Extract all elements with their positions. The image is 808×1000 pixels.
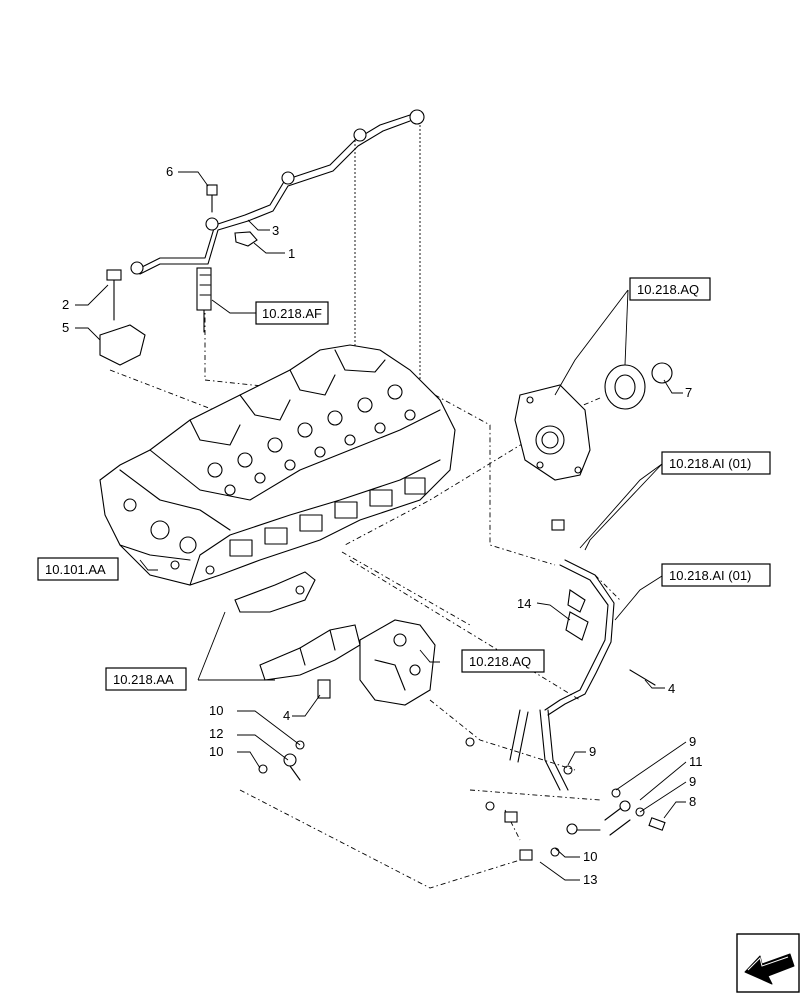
callout-5: 5 — [62, 320, 69, 335]
callout-10-mid: 10 — [209, 744, 223, 759]
callout-4-left: 4 — [283, 708, 290, 723]
svg-text:10.218.AI (01): 10.218.AI (01) — [669, 456, 751, 471]
ref-10-218-aq-top[interactable]: 10.218.AQ — [629, 277, 711, 301]
ref-10-218-aa[interactable]: 10.218.AA — [105, 667, 187, 691]
svg-text:10.218.AI (01): 10.218.AI (01) — [669, 568, 751, 583]
fuel-lines — [258, 519, 666, 861]
callout-12: 12 — [209, 726, 223, 741]
callout-13: 13 — [583, 872, 597, 887]
ref-10-218-af[interactable]: 10.218.AF — [255, 301, 329, 325]
callout-10-bottom: 10 — [583, 849, 597, 864]
fuel-rail — [234, 571, 361, 681]
cylinder-head — [99, 344, 456, 586]
callout-10-top: 10 — [209, 703, 223, 718]
reference-boxes: 10.218.AF 10.218.AQ 10.218.AI (01) 10.21… — [37, 277, 771, 691]
pump-flange-gear — [514, 362, 673, 481]
next-page-arrow-icon[interactable] — [736, 933, 800, 993]
svg-text:10.218.AA: 10.218.AA — [113, 672, 174, 687]
callout-9-top: 9 — [689, 734, 696, 749]
ref-10-218-ai-upper[interactable]: 10.218.AI (01) — [661, 451, 771, 475]
svg-text:10.218.AF: 10.218.AF — [262, 306, 322, 321]
callout-9-low: 9 — [689, 774, 696, 789]
callout-numbers: 6 1 3 2 5 7 14 4 4 10 12 10 9 9 11 9 8 1… — [62, 164, 703, 887]
injector-pipe — [99, 109, 425, 366]
ref-10-101-aa[interactable]: 10.101.AA — [37, 557, 119, 581]
callout-7: 7 — [685, 385, 692, 400]
svg-text:10.218.AQ: 10.218.AQ — [637, 282, 699, 297]
callout-8: 8 — [689, 794, 696, 809]
callout-2: 2 — [62, 297, 69, 312]
svg-text:10.101.AA: 10.101.AA — [45, 562, 106, 577]
callout-1: 1 — [288, 246, 295, 261]
callout-14: 14 — [517, 596, 531, 611]
ref-10-218-aq-mid[interactable]: 10.218.AQ — [461, 649, 545, 673]
callout-3: 3 — [272, 223, 279, 238]
leader-lines — [75, 171, 687, 881]
callout-4-right: 4 — [668, 681, 675, 696]
ref-10-218-ai-lower[interactable]: 10.218.AI (01) — [661, 563, 771, 587]
callout-9-mid: 9 — [589, 744, 596, 759]
high-pressure-pump — [317, 619, 436, 706]
callout-11: 11 — [689, 754, 703, 769]
callout-6: 6 — [166, 164, 173, 179]
svg-text:10.218.AQ: 10.218.AQ — [469, 654, 531, 669]
